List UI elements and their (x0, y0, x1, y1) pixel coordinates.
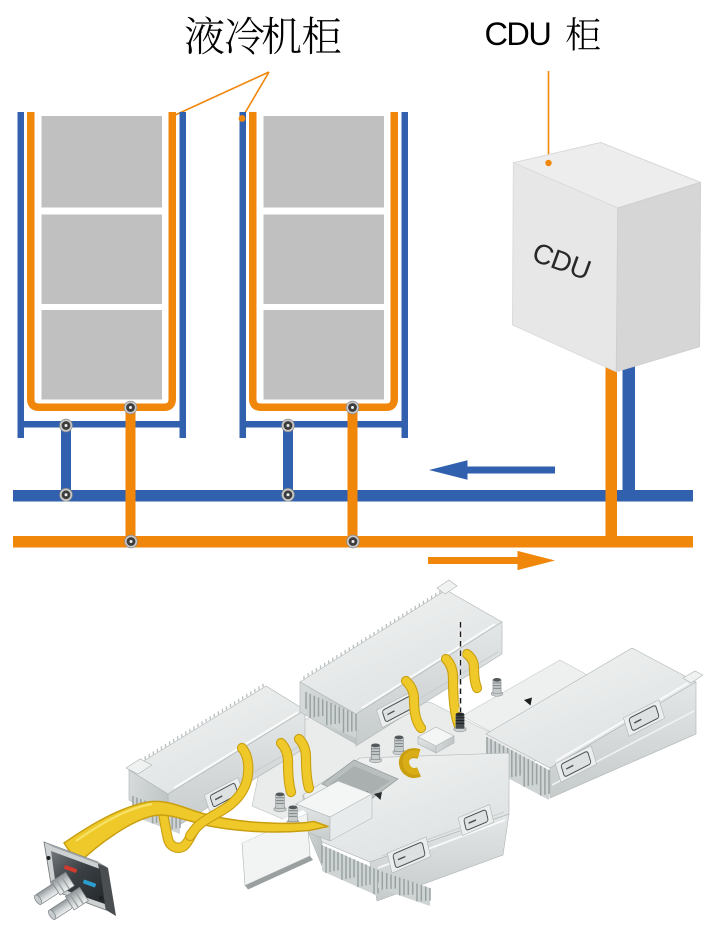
svg-text:CDU: CDU (485, 16, 551, 52)
